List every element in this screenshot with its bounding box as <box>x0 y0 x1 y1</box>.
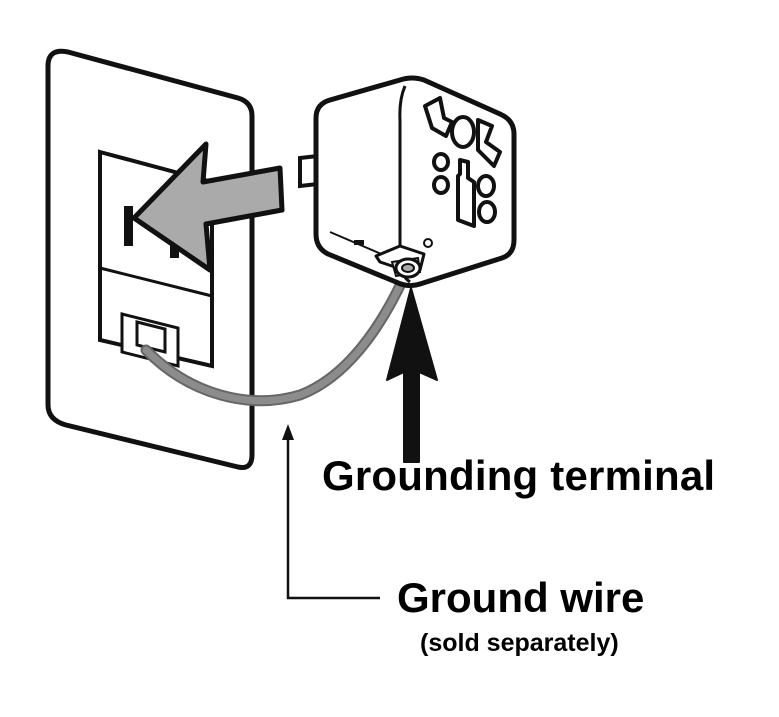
sold-separately-note: (sold separately) <box>420 629 619 657</box>
outlet-ground-screw <box>135 320 167 354</box>
socket-hole <box>456 158 476 228</box>
grounding-terminal-screw-head <box>401 263 415 273</box>
socket-hole <box>432 152 450 172</box>
outlet-divider <box>99 266 213 298</box>
socket-hole <box>476 118 502 168</box>
ground-wire-cable <box>140 269 411 407</box>
socket-hole <box>432 175 450 195</box>
grounding-terminal-label: Grounding terminal <box>322 452 716 499</box>
insert-direction-arrow <box>131 141 285 273</box>
ground-wire-fill <box>142 271 409 405</box>
travel-adapter <box>298 75 517 289</box>
adapter-detail <box>423 238 433 248</box>
ground-wire-leader <box>282 424 380 600</box>
ground-wire-leader-arrowhead <box>282 424 294 440</box>
socket-hole <box>450 115 476 149</box>
grounding-terminal-pointer-arrow <box>386 287 438 463</box>
socket-slot <box>124 206 133 246</box>
ground-wire-leader-line <box>286 436 380 600</box>
ground-wire-label: Ground wire <box>397 574 645 621</box>
wall-plate <box>45 48 255 470</box>
socket-hole <box>423 96 454 138</box>
adapter-detail <box>354 240 364 245</box>
socket-hole <box>476 174 496 198</box>
socket-hole <box>477 200 497 224</box>
